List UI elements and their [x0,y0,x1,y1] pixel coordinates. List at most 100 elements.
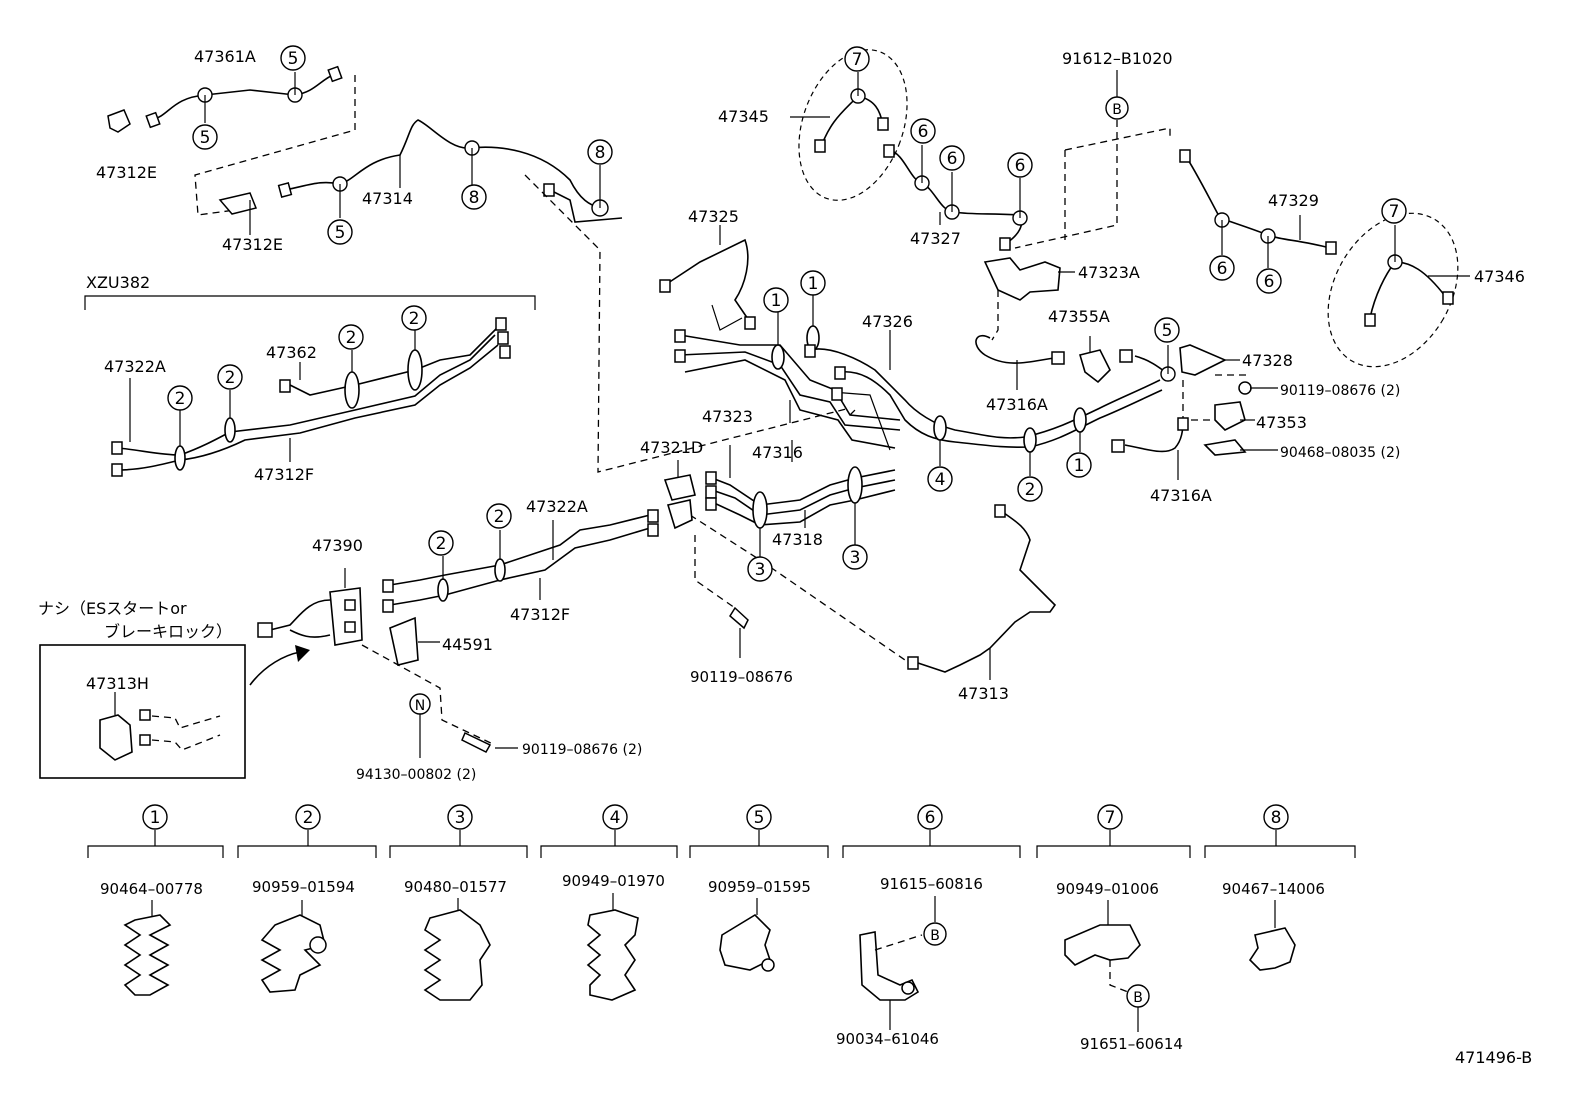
svg-text:8: 8 [595,143,606,163]
svg-text:1: 1 [1074,456,1085,476]
label-47312f-a: 47312F [254,465,314,484]
svg-text:2: 2 [494,507,505,527]
label-47355a: 47355A [1048,307,1110,326]
legend-num-5: 5 [746,804,772,830]
clamp-2-illustration [260,900,327,993]
ref-mark-2: 2 [428,530,454,556]
svg-text:6: 6 [1217,259,1228,279]
svg-text:2: 2 [303,808,314,828]
svg-text:2: 2 [409,309,420,329]
bracket-group-47323a [975,257,1278,480]
legend-part-2: 90959–01594 [252,878,355,896]
tube-group-47329 [1179,149,1337,268]
clamp-5-illustration [719,898,775,972]
note-line-1: ナシ（ESスタートor [38,599,187,618]
legend-num-1: 1 [142,804,168,830]
ref-mark-2: 2 [338,324,364,350]
inset-box-47313h [39,644,310,779]
label-90119-bottom: 90119–08676 (2) [522,742,642,758]
ref-mark-5: 5 [327,219,353,245]
label-94130: 94130–00802 (2) [356,767,476,783]
legend-part-5: 90959–01595 [708,878,811,896]
ref-mark-1: 1 [1066,452,1092,478]
label-47323: 47323 [702,407,753,426]
svg-text:6: 6 [947,149,958,169]
label-47361a: 47361A [194,47,256,66]
label-44591: 44591 [442,635,493,654]
tube-group-47313 [689,504,1057,680]
label-47353: 47353 [1256,413,1307,432]
label-47390: 47390 [312,536,363,555]
legend-part-6: 91615–60816 [880,875,983,893]
label-47323a: 47323A [1078,263,1140,282]
svg-text:2: 2 [175,389,186,409]
ref-mark-2: 2 [1017,476,1043,502]
ref-mark-6: 6 [1256,268,1282,294]
svg-text:N: N [415,698,425,714]
ref-mark-n: N [415,698,425,714]
ref-mark-6: 6 [1209,255,1235,281]
svg-text:2: 2 [346,328,357,348]
legend-num-4: 4 [602,804,628,830]
label-47321d: 47321D [640,438,703,457]
svg-text:5: 5 [200,128,211,148]
label-47326: 47326 [862,312,913,331]
legend-part-3: 90480–01577 [404,878,507,896]
label-47329: 47329 [1268,191,1319,210]
tube-group-47326 [659,225,1163,476]
label-47314: 47314 [362,189,413,208]
svg-text:4: 4 [610,808,621,828]
label-91612: 91612–B1020 [1062,49,1173,68]
ref-mark-6: 6 [910,118,936,144]
ref-mark-3: 3 [842,544,868,570]
label-47322a-b: 47322A [526,497,588,516]
legend-part-1: 90464–00778 [100,880,203,898]
svg-text:2: 2 [1025,480,1036,500]
ref-mark-5: 5 [192,124,218,150]
svg-text:2: 2 [436,534,447,554]
svg-text:5: 5 [1162,321,1173,341]
ref-mark-7: 7 [1381,198,1407,224]
ref-mark-1: 1 [800,270,826,296]
tube-group-47322a [257,174,851,758]
label-47316: 47316 [752,443,803,462]
label-47312e-a: 47312E [96,163,157,182]
legend-num-3: 3 [447,804,473,830]
ref-mark-2: 2 [486,503,512,529]
svg-text:6: 6 [1015,156,1026,176]
svg-text:7: 7 [1105,808,1116,828]
label-47316a-b: 47316A [1150,486,1212,505]
svg-text:6: 6 [925,808,936,828]
svg-text:7: 7 [852,50,863,70]
svg-text:5: 5 [754,808,765,828]
note-line-2: ブレーキロック） [104,622,232,641]
diagram-id: 471496-B [1455,1048,1532,1067]
legend-num-2: 2 [295,804,321,830]
reference-marks: 5 5 5 5 8 8 7 7 6 6 6 6 6 1 1 1 2 2 2 2 … [167,45,1407,1008]
clamp-6-illustration [859,896,936,1030]
label-47313h: 47313H [86,674,149,693]
ref-mark-3: 3 [747,556,773,582]
svg-text:5: 5 [288,49,299,69]
ref-mark-8: 8 [461,184,487,210]
legend-part-7b: 91651–60614 [1080,1035,1183,1053]
svg-text:3: 3 [755,560,766,580]
legend-num-7: 7 [1097,804,1123,830]
legend-part-6b: 90034–61046 [836,1030,939,1048]
ref-mark-2: 2 [217,364,243,390]
svg-text:8: 8 [469,188,480,208]
label-47327: 47327 [910,229,961,248]
legend-num-6: 6 [917,804,943,830]
svg-text:3: 3 [850,548,861,568]
svg-text:1: 1 [808,274,819,294]
tube-group-47346 [1327,212,1470,368]
label-47346: 47346 [1474,267,1525,286]
clamp-8-illustration [1248,900,1296,971]
label-90468: 90468–08035 (2) [1280,445,1400,461]
label-47313: 47313 [958,684,1009,703]
svg-text:2: 2 [225,368,236,388]
ref-mark-5: 5 [1154,317,1180,343]
legend-num-8: 8 [1263,804,1289,830]
ref-mark-1: 1 [763,287,789,313]
